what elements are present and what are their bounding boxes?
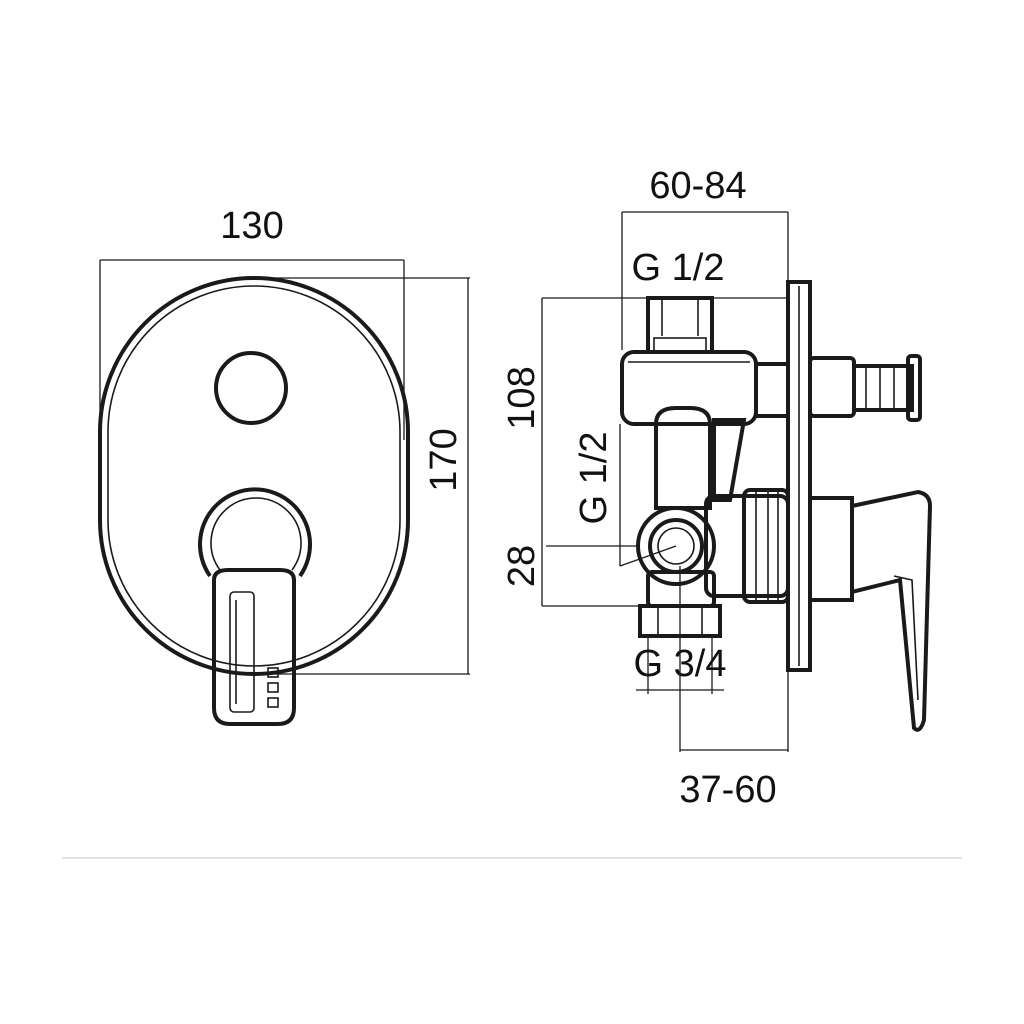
diverter-spindle-b — [852, 364, 914, 412]
dimension-height-label: 170 — [423, 428, 465, 491]
lever-base-side — [808, 496, 854, 602]
dimension-28-label: 28 — [501, 545, 543, 587]
upper-spindle-housing — [754, 362, 790, 418]
lever-handle — [212, 568, 296, 726]
top-inlet-nipple — [646, 296, 714, 354]
diverter-spindle-cap — [906, 354, 922, 422]
side-inlet-callout: G 1/2 — [573, 424, 677, 567]
side-inlet-core — [657, 527, 695, 565]
lever-base-ring-inner — [210, 497, 302, 571]
diagonal-brace — [712, 418, 747, 502]
diverter-knob — [214, 351, 288, 425]
dimension-28: 28 — [501, 545, 640, 587]
lever-arm-side — [850, 489, 933, 732]
lever-arm-detail — [893, 575, 919, 701]
top-inlet-nut — [653, 337, 707, 353]
dimension-depth-label: 60-84 — [649, 165, 746, 207]
side-view: 60-84 G 1/2 108 G 1/2 28 G 3/4 — [501, 165, 933, 811]
dimension-108-label: 108 — [501, 366, 543, 429]
cartridge-body — [704, 494, 790, 598]
vertical-tube — [654, 406, 712, 510]
dimension-height: 170 — [250, 277, 470, 675]
side-inlet-label: G 1/2 — [573, 432, 615, 525]
dimension-min-depth: 37-60 — [679, 566, 789, 811]
wall-plate — [786, 280, 812, 672]
top-inlet-label: G 1/2 — [632, 247, 725, 289]
lever-marker-bottom — [267, 697, 279, 708]
dimension-108: 108 — [501, 297, 788, 607]
lever-marker-mid — [267, 682, 279, 693]
lever-handle-slot — [229, 591, 255, 713]
dimension-width: 130 — [99, 205, 405, 440]
dimension-width-label: 130 — [220, 205, 283, 247]
front-view: 130 170 — [98, 205, 470, 726]
dimension-depth: 60-84 — [621, 165, 789, 350]
diverter-spindle-a — [808, 356, 856, 418]
cartridge-rings — [742, 488, 790, 604]
lever-base-ring — [198, 487, 312, 578]
lever-marker-top — [267, 667, 279, 678]
dimension-min-depth-label: 37-60 — [679, 769, 776, 811]
